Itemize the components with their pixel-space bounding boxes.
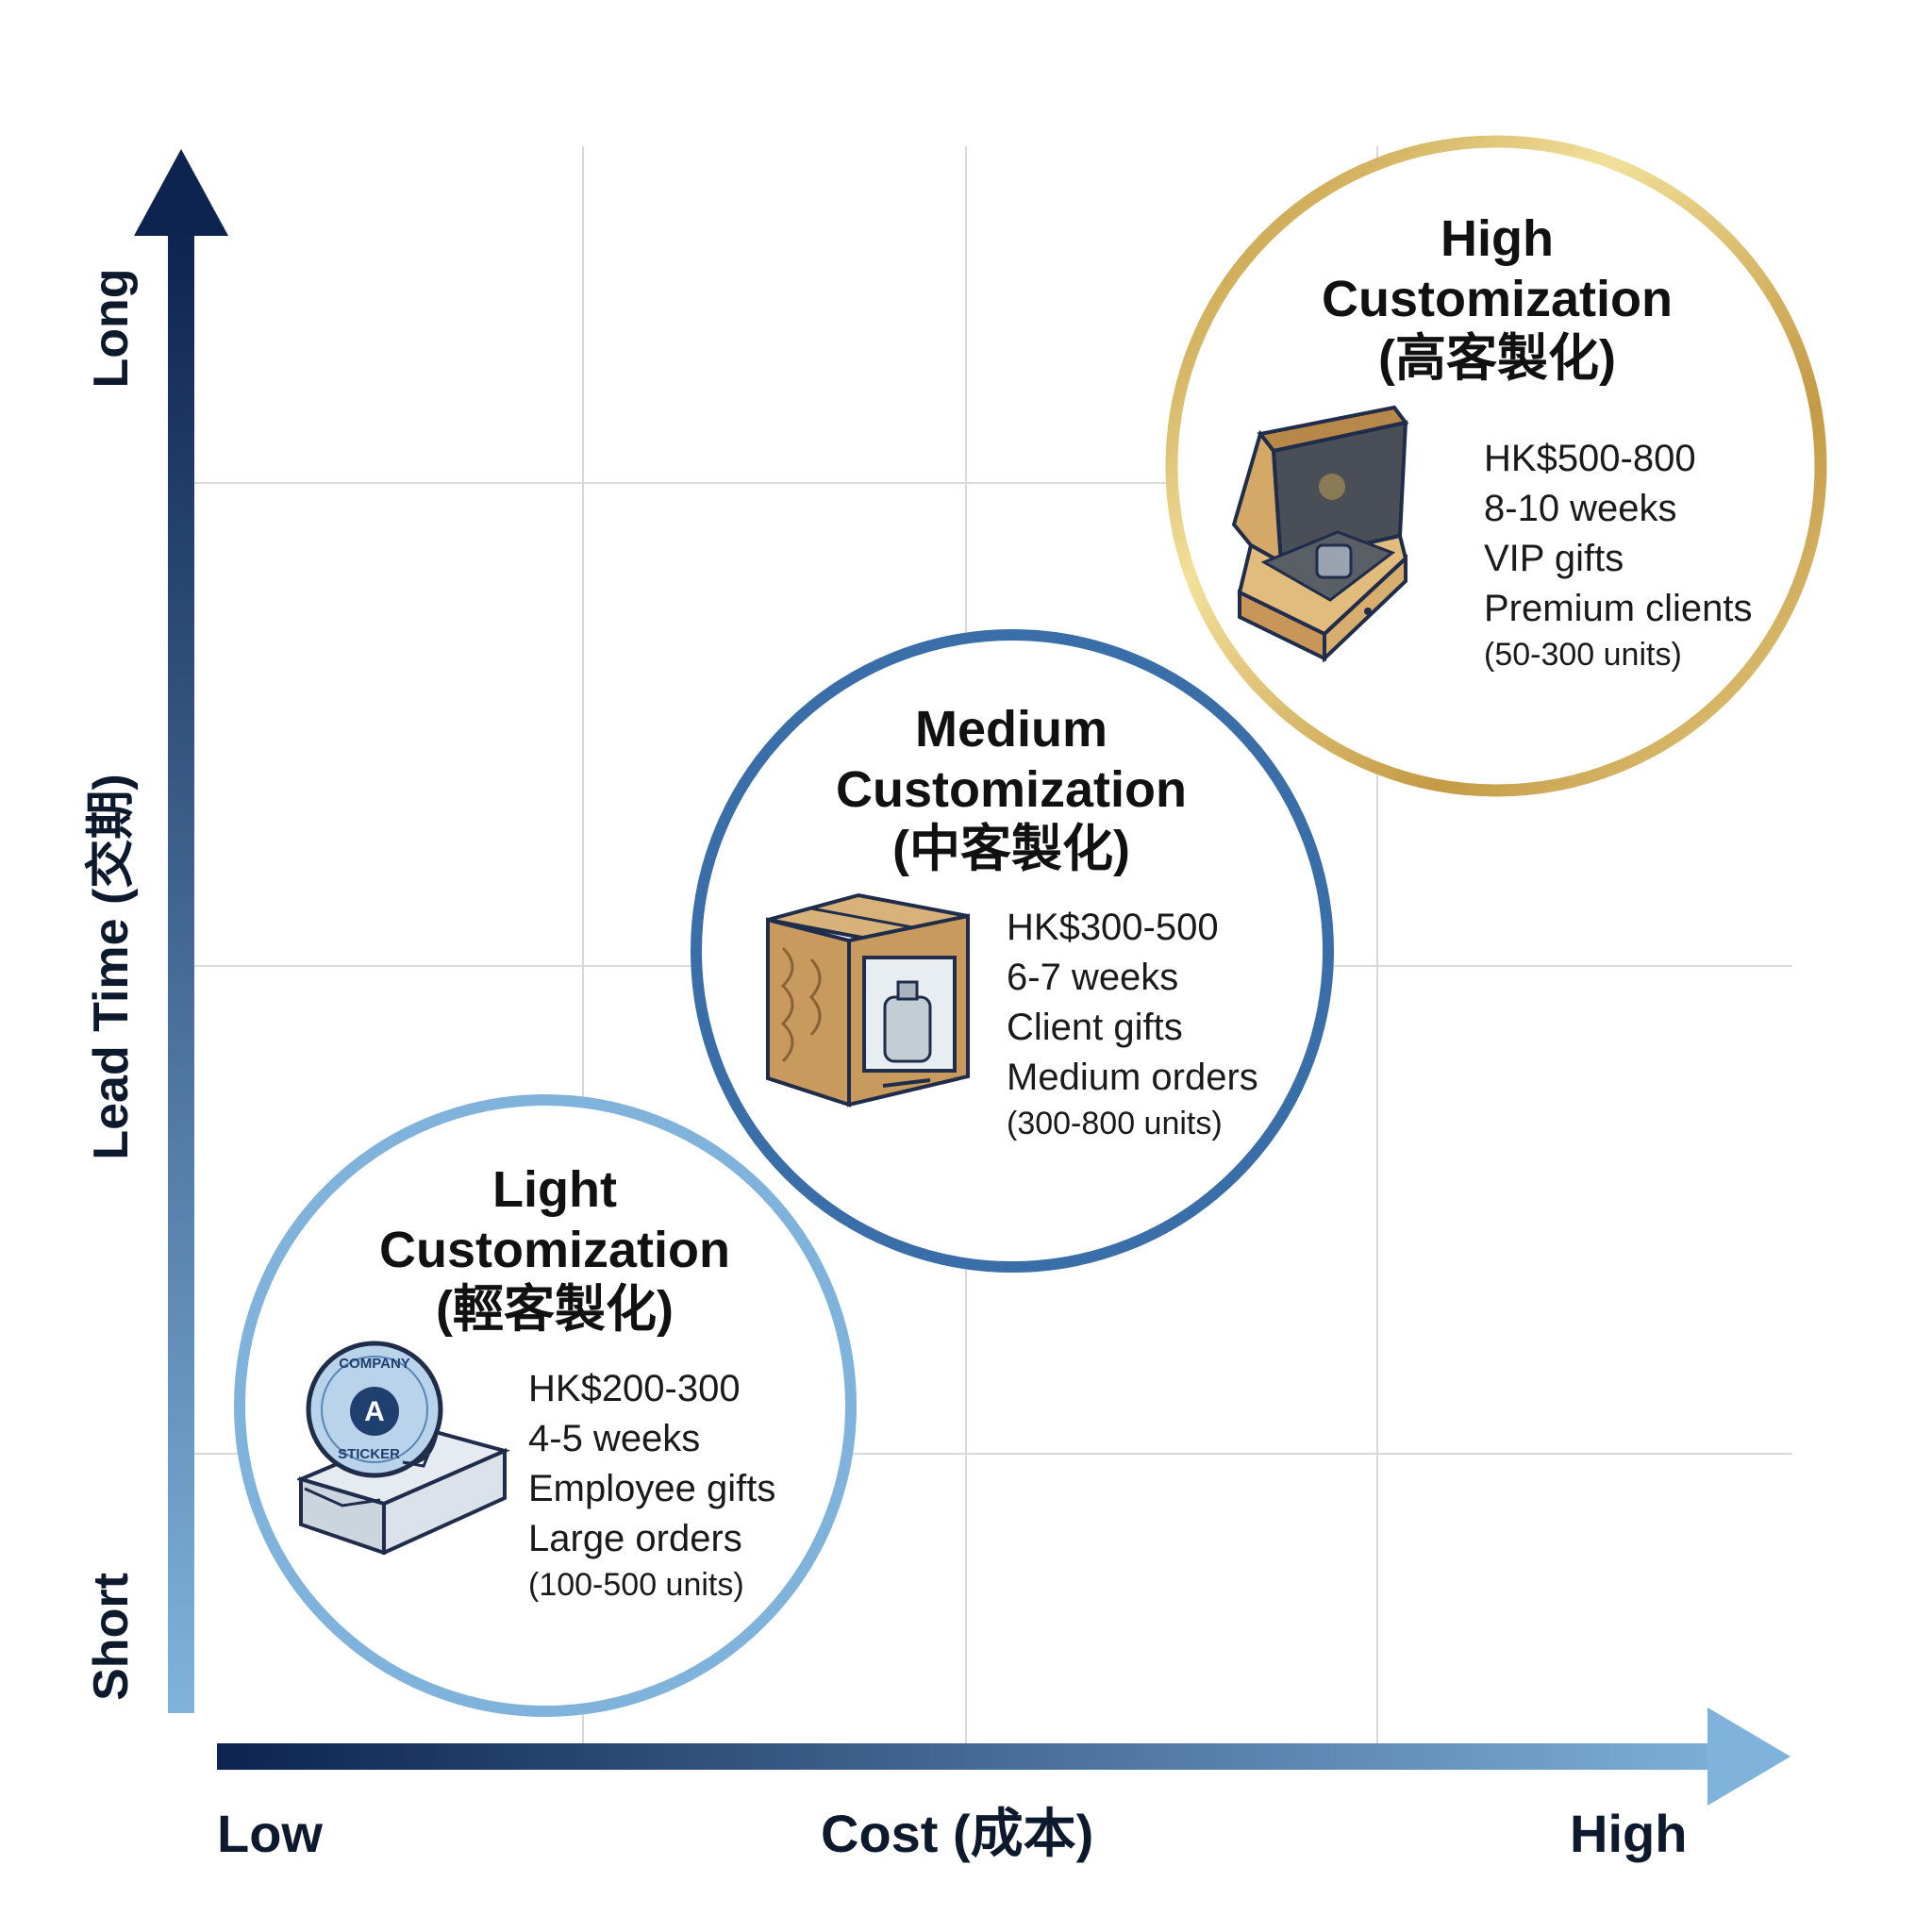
windowed-kraft-box-icon: [766, 892, 970, 1108]
medium-units: (300-800 units): [1007, 1106, 1223, 1141]
high-price: HK$500-800: [1484, 438, 1696, 479]
high-order-size: Premium clients: [1484, 588, 1753, 629]
high-bubble-details: HK$500-800 8-10 weeks VIP gifts Premium …: [1484, 434, 1753, 675]
sticker-letter: A: [364, 1396, 385, 1427]
x-axis-title: Cost (成本): [821, 1804, 1094, 1863]
medium-order-size: Medium orders: [1007, 1057, 1258, 1098]
sticker-text-top: COMPANY: [339, 1356, 410, 1372]
medium-bubble-details: HK$300-500 6-7 weeks Client gifts Medium…: [1007, 903, 1258, 1144]
medium-lead-time: 6-7 weeks: [1007, 957, 1179, 998]
high-use: VIP gifts: [1484, 538, 1624, 579]
luxury-gift-box-icon: [1231, 405, 1409, 663]
x-axis-high-label: High: [1570, 1804, 1688, 1863]
sticker-sleeve-box-icon: A COMPANY STICKER: [297, 1341, 510, 1555]
light-use: Employee gifts: [528, 1468, 776, 1509]
medium-bubble-title: Medium Customization (中客製化): [836, 701, 1187, 878]
y-axis-arrow: [134, 149, 228, 1713]
x-axis-low-label: Low: [217, 1804, 323, 1863]
y-axis-title: Lead Time (交期): [84, 774, 139, 1160]
light-bubble-details: HK$200-300 4-5 weeks Employee gifts Larg…: [528, 1364, 775, 1606]
light-bubble-title: Light Customization (輕客製化): [379, 1161, 730, 1339]
medium-use: Client gifts: [1007, 1007, 1183, 1048]
x-axis-arrow: [217, 1707, 1790, 1806]
high-units: (50-300 units): [1484, 637, 1682, 673]
light-units: (100-500 units): [528, 1567, 744, 1603]
y-axis-low-label: Short: [84, 1573, 139, 1701]
medium-price: HK$300-500: [1007, 907, 1219, 948]
light-order-size: Large orders: [528, 1518, 742, 1559]
high-bubble-title: High Customization (高客製化): [1322, 210, 1673, 388]
light-lead-time: 4-5 weeks: [528, 1418, 701, 1459]
light-price: HK$200-300: [528, 1368, 741, 1409]
y-axis-high-label: Long: [84, 268, 139, 389]
high-lead-time: 8-10 weeks: [1484, 488, 1677, 529]
sticker-text-bottom: STICKER: [338, 1446, 400, 1462]
